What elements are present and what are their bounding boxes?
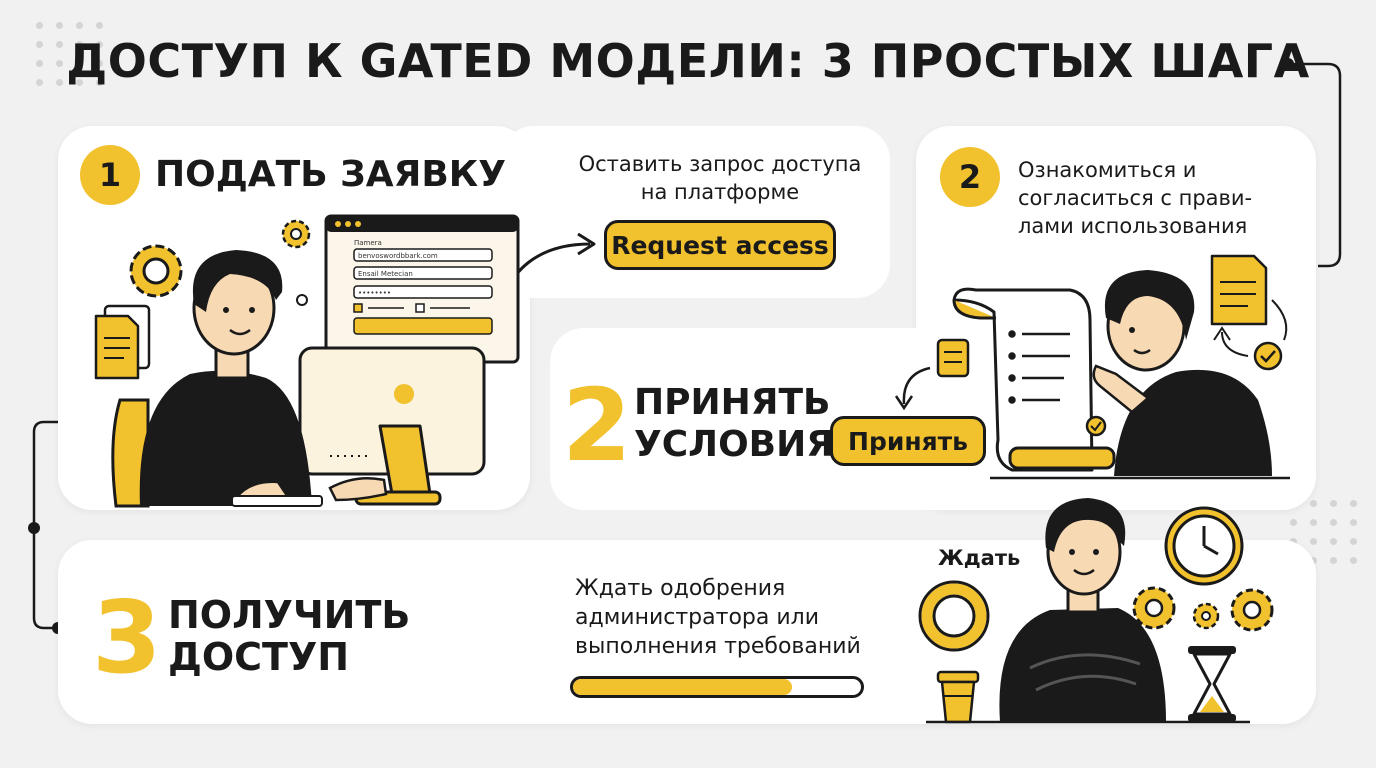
step1-description: Оставить запрос доступа на платформе — [578, 152, 862, 204]
form-field-name: Ensail Metecian — [358, 270, 413, 278]
progress-fill — [573, 679, 792, 695]
check-icon — [1253, 341, 1283, 371]
coffee-cup-icon — [936, 670, 980, 724]
loading-ring-icon — [918, 580, 990, 652]
step2-heading: ПРИНЯТЬ УСЛОВИЯ — [634, 382, 834, 465]
document-icon — [94, 304, 151, 380]
step1-heading: ПОДАТЬ ЗАЯВКУ — [155, 154, 506, 195]
clock-icon — [1164, 506, 1244, 586]
page-title: ДОСТУП К GATED МОДЕЛИ: 3 ПРОСТЫХ ШАГА — [66, 34, 1310, 88]
step3-big-number: 3 — [92, 579, 162, 696]
gear-icon-large — [129, 244, 183, 298]
step2-description: Ознакомиться и согласиться с прави- лами… — [1018, 158, 1253, 238]
form-field-email: benvoswordbbark.com — [358, 252, 438, 260]
decor-dots-top-left — [36, 22, 104, 86]
person-waiting — [999, 498, 1166, 722]
signup-form-window: Пamera benvoswordbbark.com Ensail Meteci… — [324, 214, 520, 364]
request-access-button[interactable]: Request access — [604, 220, 836, 270]
document-icon-right — [1210, 254, 1268, 326]
wait-label: Ждать — [938, 546, 1021, 570]
person-reading — [1092, 270, 1272, 476]
person-at-computer — [139, 250, 388, 507]
step1-number-badge: 1 — [80, 145, 140, 205]
approval-progress-bar — [570, 676, 864, 698]
gear-icon-small — [281, 219, 311, 249]
accept-button[interactable]: Принять — [830, 416, 986, 466]
form-label: Пamera — [354, 239, 382, 247]
hourglass-icon — [1188, 646, 1236, 722]
form-field-password: •••••••• — [358, 289, 391, 297]
gear-icon-trio — [1132, 586, 1274, 632]
step2-number-badge: 2 — [940, 147, 1000, 207]
step2-big-number: 2 — [562, 367, 632, 484]
step3-heading: ПОЛУЧИТЬ ДОСТУП — [168, 593, 411, 679]
terms-scroll-icon — [952, 287, 1116, 472]
step3-description: Ждать одобрения администратора или выпол… — [575, 576, 861, 659]
